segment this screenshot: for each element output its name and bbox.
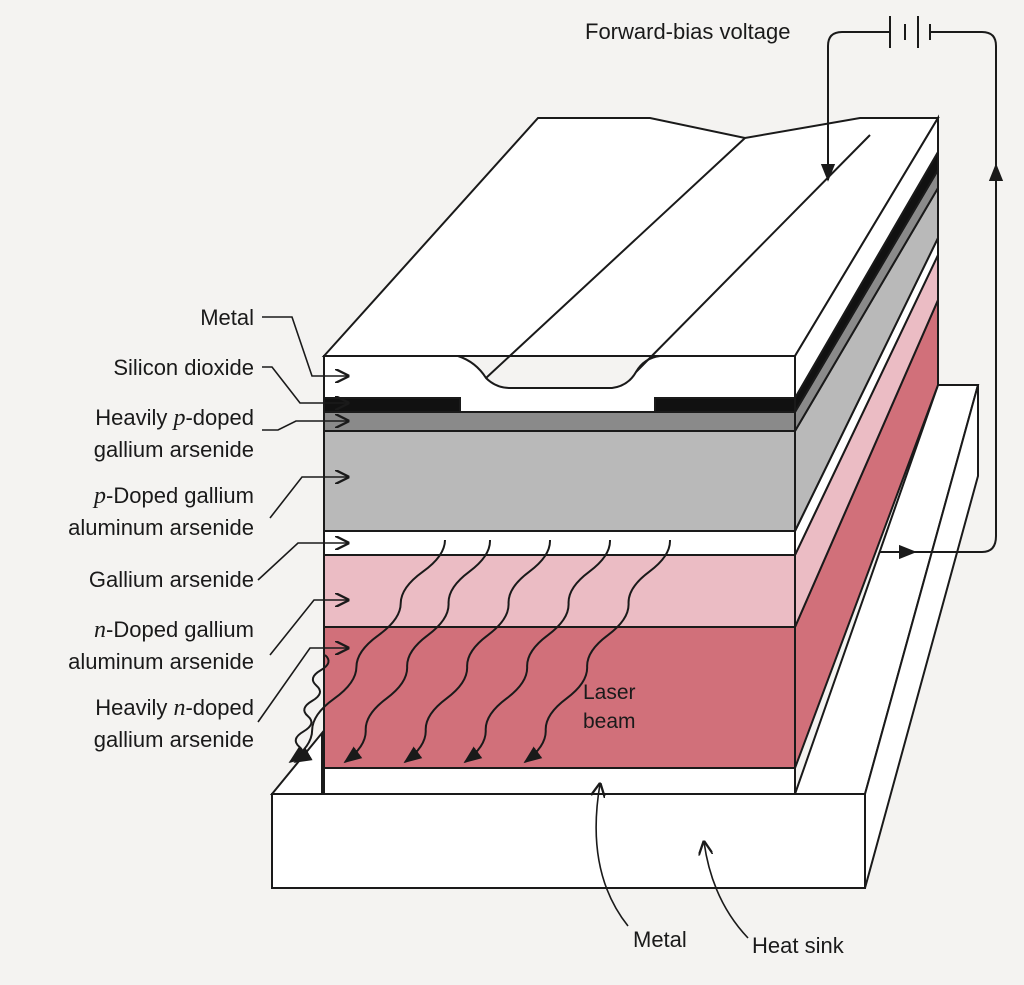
label-laser-beam: Laser beam [583, 681, 636, 733]
label-text: -Doped gallium [106, 483, 254, 508]
heat-sink-front [271, 793, 866, 889]
label-n-doped-gaalas: n-Doped gallium aluminum arsenide [68, 614, 254, 677]
leader-metal-top [262, 316, 348, 376]
bias-circuit [820, 16, 1004, 560]
label-text: -Doped gallium [106, 617, 254, 642]
leader-gallium-arsenide [257, 543, 348, 581]
leader-heavily-p-doped [262, 421, 348, 431]
metal-side-face [794, 114, 939, 402]
layer-heavily-n-doped [323, 626, 796, 769]
leader-heat-sink [704, 842, 749, 939]
label-metal-top: Metal [200, 305, 254, 330]
laser-beam-ray [463, 539, 612, 764]
circuit-wire-left [820, 31, 890, 182]
label-italic: p [173, 405, 186, 431]
leader-heavily-n-doped [257, 648, 348, 723]
layer-metal-bottom [323, 767, 796, 795]
chip-side-face [794, 148, 939, 769]
laser-beam-ray [523, 539, 672, 764]
label-line2: gallium arsenide [93, 437, 254, 462]
label-metal-bottom: Metal [633, 927, 687, 952]
label-line2: aluminum arsenide [68, 515, 254, 540]
laser-beam-rays [288, 539, 672, 764]
label-text: -doped [185, 695, 254, 720]
label-leaders [257, 316, 749, 939]
heat-sink-block [269, 384, 980, 889]
label-italic: p [94, 483, 107, 509]
label-italic: n [173, 695, 186, 721]
leader-n-doped-gaalas [269, 600, 348, 656]
laser-beam-ray [403, 539, 552, 764]
leader-silicon-dioxide [262, 366, 348, 403]
label-heavily-n-doped: Heavily n-doped gallium arsenide [94, 692, 254, 755]
label-heavily-p-doped: Heavily p-doped gallium arsenide [94, 402, 254, 465]
label-text: Heavily [95, 695, 174, 720]
sio2-left [323, 397, 461, 413]
laser-beam-ray [288, 539, 446, 764]
label-line2: gallium arsenide [93, 727, 254, 752]
label-italic: n [94, 617, 107, 643]
label-silicon-dioxide: Silicon dioxide [113, 355, 254, 380]
label-forward-bias-voltage: Forward-bias voltage [585, 19, 791, 44]
layer-n-doped-gaalas [323, 554, 796, 628]
label-text: -doped [185, 405, 254, 430]
leader-metal-bottom [596, 784, 629, 927]
label-p-doped-gaalas: p-Doped gallium aluminum arsenide [68, 480, 254, 543]
label-heat-sink: Heat sink [752, 933, 844, 958]
circuit-wire-right [880, 31, 997, 553]
layer-p-doped-gaalas [323, 430, 796, 532]
layer-heavily-p-doped [323, 411, 796, 432]
chip-front-face [323, 411, 796, 795]
sio2-right [654, 397, 796, 413]
silicon-dioxide-front [323, 397, 796, 413]
ridge-line-left [485, 137, 746, 379]
laser-beam-ray [343, 539, 492, 764]
label-text: Heavily [95, 405, 174, 430]
label-line2: aluminum arsenide [68, 649, 254, 674]
label-gallium-arsenide: Gallium arsenide [88, 567, 254, 592]
layer-gallium-arsenide [323, 530, 796, 556]
laser-beam-ray [293, 654, 330, 763]
leader-p-doped-gaalas [269, 477, 348, 519]
